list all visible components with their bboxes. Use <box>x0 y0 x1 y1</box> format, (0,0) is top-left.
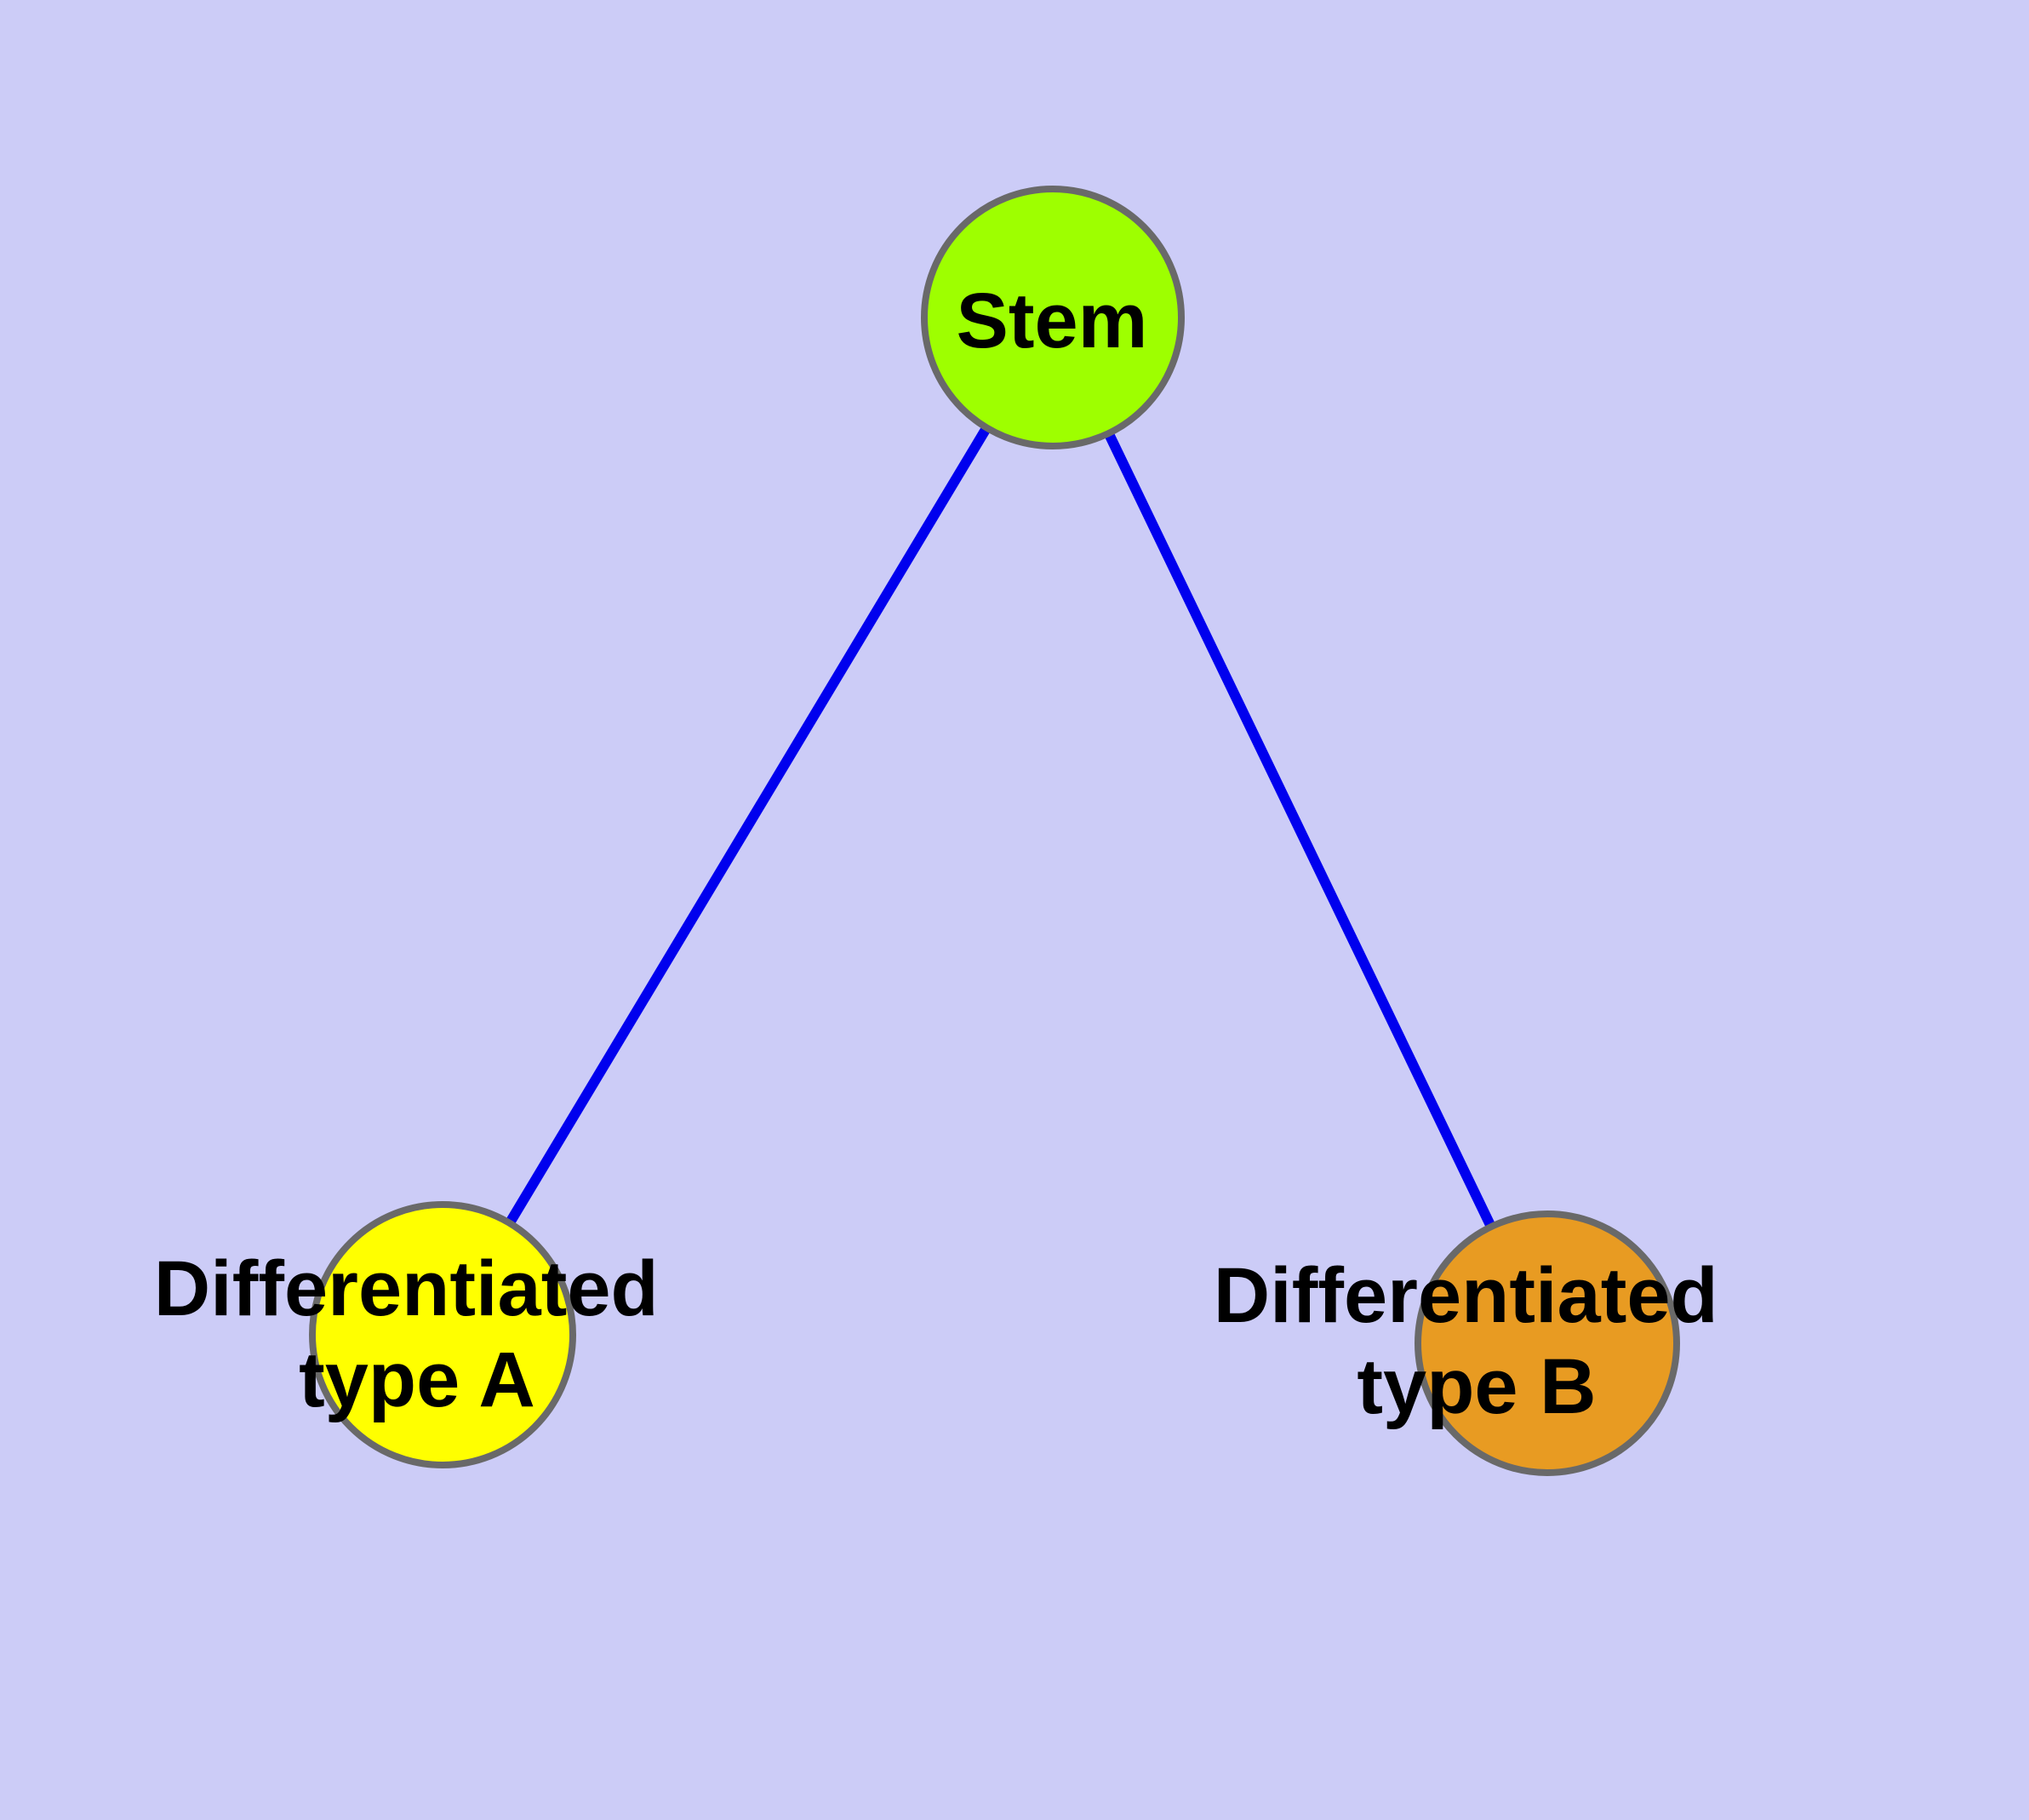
node-circle-diff-b[interactable] <box>1415 1210 1680 1476</box>
node-label-diff-b-line1: Differentiated <box>1214 1252 1718 1339</box>
node-label-stem: Stem <box>957 278 1148 364</box>
node-layer <box>309 186 1680 1476</box>
node-diff-a[interactable] <box>309 1201 576 1468</box>
node-label-diff-b: Differentiated type B <box>1214 1252 1740 1430</box>
edge-stem-to-diff-b[interactable] <box>1048 315 1552 1346</box>
edge-stem-to-diff-a[interactable] <box>437 314 1058 1338</box>
node-circle-stem[interactable] <box>921 186 1185 449</box>
node-label-diff-a-line2: type A <box>299 1336 535 1423</box>
node-stem[interactable] <box>921 186 1185 449</box>
edge-layer <box>437 314 1552 1346</box>
node-label-diff-a: Differentiated type A <box>154 1245 681 1423</box>
node-label-diff-a-line1: Differentiated <box>154 1245 659 1332</box>
node-label-stem-line1: Stem <box>957 278 1148 364</box>
node-circle-diff-a[interactable] <box>309 1201 576 1468</box>
node-diff-b[interactable] <box>1415 1210 1680 1476</box>
label-layer: Differentiated type A Differentiated typ… <box>154 278 1740 1430</box>
node-label-diff-b-line2: type B <box>1357 1343 1596 1430</box>
